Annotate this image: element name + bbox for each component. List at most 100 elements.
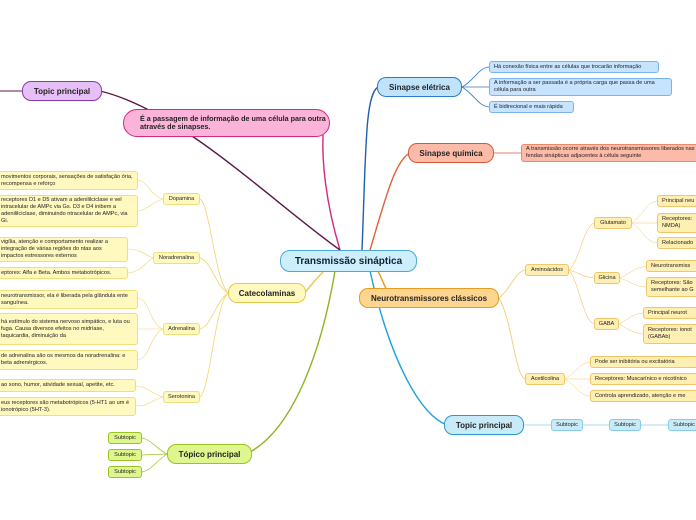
aminoacidos-node[interactable]: Aminoácidos <box>525 264 569 276</box>
acetilcolina-item[interactable]: Controla aprendizado, atenção e me <box>590 390 696 402</box>
subtopic-node[interactable]: Subtopic <box>668 419 696 431</box>
definition-node[interactable]: É a passagem de informação de uma célula… <box>123 109 330 137</box>
definition-label: É a passagem de informação de uma célula… <box>140 114 326 131</box>
item-text: Glicina <box>598 274 616 281</box>
sinapse-quimica-node[interactable]: Sinapse química <box>408 143 494 163</box>
item-text: Controla aprendizado, atenção e me <box>595 392 686 399</box>
topic-principal-bottom[interactable]: Topic principal <box>444 415 524 435</box>
adrenalina-item[interactable]: de adrenalina são os mesmos da noradrena… <box>0 350 138 370</box>
subtopic-node[interactable]: Subtopic <box>108 432 142 444</box>
item-text: há estímulo do sistema nervoso simpático… <box>1 318 130 339</box>
item-text: Subtopic <box>114 451 136 458</box>
item-text: eptores: Alfa e Beta. Ambos metabotrópic… <box>1 269 112 276</box>
topico-principal-label: Tópico principal <box>178 449 241 459</box>
neurotransmissores-node[interactable]: Neurotransmissores clássicos <box>359 288 499 308</box>
catecolaminas-label: Catecolaminas <box>238 288 296 298</box>
glutamato-item[interactable]: Relacionado <box>657 237 696 249</box>
link-topico-principal <box>249 270 336 453</box>
item-text: Serotonina <box>167 393 196 400</box>
subtopic-node[interactable]: Subtopic <box>108 466 142 478</box>
sinapse-eletrica-item[interactable]: A informação a ser passada é a própria c… <box>489 78 672 96</box>
item-text: Neurotransmiss <box>651 262 691 269</box>
item-text: Principal neurot <box>648 309 687 316</box>
item-text: vigília, atenção e comportamento realiza… <box>1 239 108 259</box>
item-text: Noradrenalina <box>158 254 195 261</box>
noradrenalina-item[interactable]: eptores: Alfa e Beta. Ambos metabotrópic… <box>0 267 128 279</box>
sinapse-eletrica-item[interactable]: Há conexão física entre as células que t… <box>489 61 659 73</box>
item-text: eus receptores são metabotrópicos (5-HT1… <box>1 399 130 413</box>
subtopic-node[interactable]: Subtopic <box>551 419 583 431</box>
glutamato-item[interactable]: Principal neu <box>657 195 696 207</box>
item-text: Subtopic <box>114 434 136 441</box>
item-text: Dopamina <box>168 195 195 202</box>
sinapse-quimica-label: Sinapse química <box>419 148 483 158</box>
item-text: Subtopic <box>673 421 695 428</box>
item-text: Receptores: São semelhante ao G <box>651 280 694 293</box>
item-text: movimentos corporais, sensações de satis… <box>1 173 133 187</box>
topic-principal-left-label: Topic principal <box>33 86 91 96</box>
item-text: Receptores: Muscarínico e nicotínico <box>595 375 687 382</box>
link-definition <box>322 134 341 251</box>
item-text: Pode ser inibitória ou excitatória <box>595 358 675 365</box>
sinapse-eletrica-label: Sinapse elétrica <box>389 82 450 92</box>
acetilcolina-item[interactable]: Receptores: Muscarínico e nicotínico <box>590 373 696 385</box>
topic-principal-left[interactable]: Topic principal <box>22 81 102 101</box>
gaba-item[interactable]: Principal neurot <box>643 307 696 319</box>
dopamina-item[interactable]: movimentos corporais, sensações de satis… <box>0 171 138 190</box>
item-text: Glutamato <box>600 219 626 226</box>
link-sinapse-eletrica <box>361 86 379 251</box>
glicina-node[interactable]: Glicina <box>594 272 620 284</box>
subtopic-node[interactable]: Subtopic <box>609 419 641 431</box>
item-text: É bidirecional e mais rápida <box>494 103 563 110</box>
item-text: Aminoácidos <box>530 266 564 273</box>
serotonina-item[interactable]: eus receptores são metabotrópicos (5-HT1… <box>0 397 136 416</box>
link-catecolaminas <box>304 269 326 294</box>
sinapse-eletrica-node[interactable]: Sinapse elétrica <box>377 77 462 97</box>
item-text: Principal neu <box>662 197 695 204</box>
sinapse-quimica-item[interactable]: A transmissão ocorre através dos neurotr… <box>521 144 696 162</box>
item-text: de adrenalina são os mesmos da noradrena… <box>1 353 126 366</box>
glutamato-item[interactable]: Receptores: NMDA) <box>657 213 696 233</box>
glicina-item[interactable]: Neurotransmiss <box>646 260 696 272</box>
link-sinapse-quimica <box>369 152 411 251</box>
item-text: Há conexão física entre as células que t… <box>494 63 642 70</box>
item-text: A transmissão ocorre através dos neurotr… <box>526 146 695 159</box>
item-text: Receptores: ionot (GABAb) <box>648 327 692 340</box>
item-text: ao sono, humor, atividade sexual, apetit… <box>1 382 115 388</box>
topic-principal-bottom-label: Topic principal <box>455 420 513 430</box>
item-text: GABA <box>598 320 615 327</box>
central-topic[interactable]: Transmissão sináptica <box>280 250 417 272</box>
item-text: Adrenalina <box>168 325 195 332</box>
neurotransmissores-label: Neurotransmissores clássicos <box>370 293 488 303</box>
adrenalina-node[interactable]: Adrenalina <box>163 323 200 335</box>
catecolaminas-node[interactable]: Catecolaminas <box>228 283 306 303</box>
link-topic-left <box>99 90 341 251</box>
serotonina-node[interactable]: Serotonina <box>163 391 200 403</box>
item-text: Relacionado <box>662 239 694 246</box>
central-topic-label: Transmissão sináptica <box>294 255 403 267</box>
glutamato-node[interactable]: Glutamato <box>594 217 632 229</box>
dopamina-item[interactable]: receptores D1 e D5 ativam a adenililcicl… <box>0 195 138 227</box>
noradrenalina-item[interactable]: vigília, atenção e comportamento realiza… <box>0 237 128 262</box>
item-text: Subtopic <box>614 421 636 428</box>
dopamina-node[interactable]: Dopamina <box>163 193 200 205</box>
adrenalina-item[interactable]: há estímulo do sistema nervoso simpático… <box>0 313 138 345</box>
topico-principal-node[interactable]: Tópico principal <box>167 444 252 464</box>
item-text: Receptores: NMDA) <box>662 216 693 229</box>
item-text: neurotransmissor, ela é liberada pela gl… <box>1 292 128 306</box>
item-text: Subtopic <box>114 468 136 475</box>
serotonina-item[interactable]: ao sono, humor, atividade sexual, apetit… <box>0 379 136 392</box>
sinapse-eletrica-item[interactable]: É bidirecional e mais rápida <box>489 101 574 113</box>
subtopic-node[interactable]: Subtopic <box>108 449 142 461</box>
item-text: receptores D1 e D5 ativam a adenililcicl… <box>1 197 128 224</box>
noradrenalina-node[interactable]: Noradrenalina <box>153 252 200 264</box>
acetilcolina-node[interactable]: Acetilcolina <box>525 373 565 385</box>
item-text: Subtopic <box>556 421 578 428</box>
glicina-item[interactable]: Receptores: São semelhante ao G <box>646 277 696 297</box>
acetilcolina-item[interactable]: Pode ser inibitória ou excitatória <box>590 356 696 368</box>
adrenalina-item[interactable]: neurotransmissor, ela é liberada pela gl… <box>0 290 138 309</box>
gaba-item[interactable]: Receptores: ionot (GABAb) <box>643 324 696 344</box>
gaba-node[interactable]: GABA <box>594 318 619 330</box>
